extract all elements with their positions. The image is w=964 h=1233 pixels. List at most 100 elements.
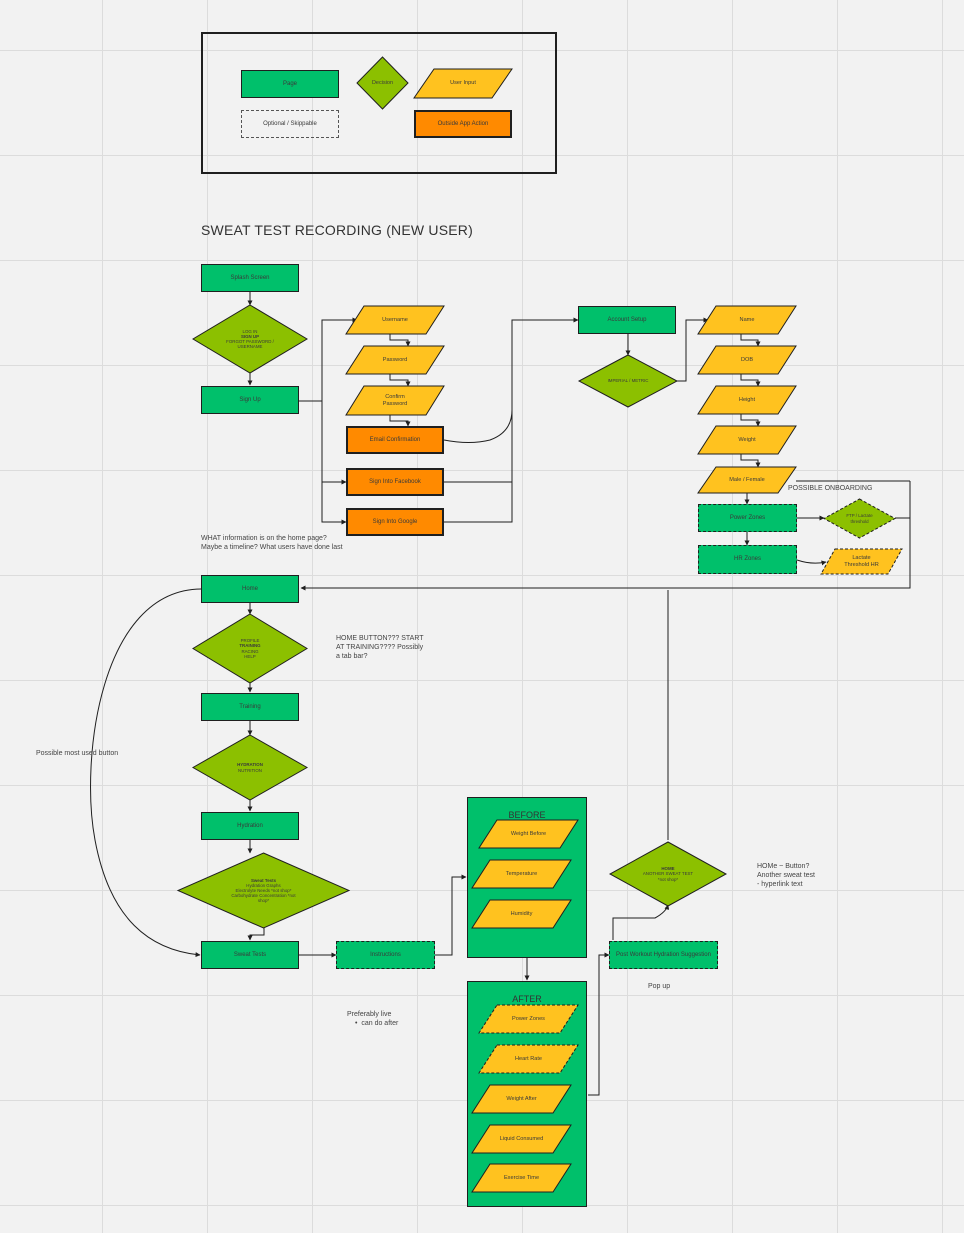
login-line: LOG IN [242, 328, 258, 334]
home-hyperlink-note: HOMe ~ Button? Another sweat test - hype… [757, 863, 815, 889]
weight-after-node[interactable]: Weight After [471, 1084, 572, 1114]
temperature-node[interactable]: Temperature [471, 859, 572, 889]
password-input-node[interactable]: Password [345, 345, 445, 375]
ftp-decision[interactable]: FTP / Lactate threshold [822, 498, 897, 539]
facebook-signin-label: Sign Into Facebook [369, 478, 421, 485]
after-title: AFTER [512, 994, 542, 1004]
google-signin-node[interactable]: Sign Into Google [346, 508, 444, 536]
lactate-text: Lactate Threshold HR [840, 555, 883, 568]
splash-screen-node[interactable]: Splash Screen [201, 264, 299, 292]
humidity-node[interactable]: Humidity [471, 899, 572, 929]
dob-input-node[interactable]: DOB [697, 345, 797, 375]
email-confirmation-node[interactable]: Email Confirmation [346, 426, 444, 454]
edge-email-account [443, 317, 579, 443]
edge-password-confirm [389, 374, 411, 387]
edge-name-dob [740, 334, 761, 347]
sweat-tests-line: Sweat Tests [250, 877, 277, 883]
not-shop-line: *not shop* [657, 876, 679, 882]
edge-signup-facebook [321, 401, 347, 485]
username-input-node[interactable]: Username [345, 305, 445, 335]
home-decision[interactable]: PROFILE TRAINING RACING HELP [192, 613, 308, 684]
edge-instructions-before [435, 874, 467, 956]
confirm-line: Confirm [385, 394, 405, 401]
shop-line: shop* [257, 898, 270, 904]
racing-line: RACING [241, 648, 259, 654]
edge-signup-google [321, 482, 347, 525]
electrolyte-line: Electrolyte Needs *not shop* [235, 887, 292, 893]
heart-rate-node[interactable]: Heart Rate [478, 1044, 579, 1074]
training-decision[interactable]: HYDRATION NUTRITION [191, 734, 309, 801]
profile-line: PROFILE [240, 638, 260, 644]
before-title: BEFORE [508, 810, 546, 820]
height-label: Height [738, 396, 756, 403]
password-line: Password [382, 400, 408, 407]
ftp-line: FTP / Lactate [846, 513, 873, 519]
signup-node[interactable]: Sign Up [201, 386, 299, 414]
legend-decision: Decision [356, 56, 409, 110]
help-line: HELP [244, 653, 256, 659]
sweat-tests-node[interactable]: Sweat Tests [201, 941, 299, 969]
account-setup-node[interactable]: Account Setup [578, 306, 676, 334]
graphs-line: Hydration Graphs [246, 882, 281, 888]
post-workout-node[interactable]: Post Workout Hydration Suggestion [609, 941, 718, 969]
account-setup-label: Account Setup [607, 316, 647, 323]
height-input-node[interactable]: Height [697, 385, 797, 415]
power-zones-node[interactable]: Power Zones [698, 504, 797, 532]
home-line: HOME [661, 866, 675, 872]
after-power-zones-node[interactable]: Power Zones [478, 1004, 579, 1034]
weight-after-label: Weight After [506, 1095, 537, 1102]
liquid-consumed-label: Liquid Consumed [499, 1135, 544, 1142]
sex-input-node[interactable]: Male / Female [697, 466, 797, 494]
legend-page-label: Page [282, 80, 297, 87]
final-decision-text: HOME ANOTHER SWEAT TEST *not shop* [639, 866, 697, 881]
humidity-label: Humidity [510, 910, 533, 917]
training-label: Training [239, 703, 261, 710]
diagram-title: SWEAT TEST RECORDING (NEW USER) [201, 222, 473, 238]
facebook-signin-node[interactable]: Sign Into Facebook [346, 468, 444, 496]
instructions-node[interactable]: Instructions [336, 941, 435, 969]
preferably-live-note: Preferably live • can do after [347, 1010, 398, 1028]
legend-user-input: User Input [413, 68, 513, 99]
login-decision[interactable]: LOG IN SIGN UP FORGOT PASSWORD / USERNAM… [192, 304, 308, 374]
preferably-live-text: Preferably live [347, 1011, 392, 1018]
sweat-tests-label: Sweat Tests [233, 951, 267, 958]
signup-line: SIGN UP [240, 333, 260, 339]
threshold-line: threshold [850, 518, 869, 524]
home-label: Home [241, 585, 258, 592]
lactate-line: Lactate [852, 555, 871, 562]
home-node[interactable]: Home [201, 575, 299, 603]
hydration-node[interactable]: Hydration [201, 812, 299, 840]
units-decision[interactable]: IMPERIAL / METRIC [577, 354, 679, 408]
edge-signup-username [299, 317, 358, 402]
legend-optional: Optional / Skippable [241, 110, 339, 138]
units-decision-label: IMPERIAL / METRIC [607, 378, 649, 384]
post-workout-label: Post Workout Hydration Suggestion [616, 951, 711, 958]
legend-box [201, 32, 557, 174]
hr-zones-node[interactable]: HR Zones [698, 545, 797, 574]
edge-post-final [612, 904, 670, 940]
weight-input-node[interactable]: Weight [697, 425, 797, 455]
name-input-node[interactable]: Name [697, 305, 797, 335]
legend-user-input-label: User Input [450, 80, 476, 87]
sex-label: Male / Female [729, 476, 765, 483]
edge-onboarding-home [301, 481, 911, 588]
hydration-label: Hydration [237, 822, 263, 829]
edge-hr-lactate [796, 559, 827, 566]
ftp-decision-text: FTP / Lactate threshold [842, 513, 876, 523]
login-decision-text: LOG IN SIGN UP FORGOT PASSWORD / USERNAM… [222, 329, 278, 349]
signup-label: Sign Up [239, 396, 261, 403]
confirm-password-node[interactable]: Confirm Password [345, 385, 445, 416]
training-node[interactable]: Training [201, 693, 299, 721]
lactate-hr-node[interactable]: Lactate Threshold HR [820, 548, 903, 575]
bullet-icon: • [355, 1020, 362, 1028]
final-decision[interactable]: HOME ANOTHER SWEAT TEST *not shop* [608, 841, 728, 907]
exercise-time-node[interactable]: Exercise Time [471, 1163, 572, 1193]
hydration-decision[interactable]: Sweat Tests Hydration Graphs Electrolyte… [176, 852, 351, 929]
another-test-line: ANOTHER SWEAT TEST [642, 871, 694, 877]
hr-zones-label: HR Zones [733, 556, 761, 563]
liquid-consumed-node[interactable]: Liquid Consumed [471, 1124, 572, 1154]
edge-google-account [444, 410, 513, 523]
edge-height-weight [740, 414, 761, 427]
weight-before-node[interactable]: Weight Before [478, 819, 579, 849]
